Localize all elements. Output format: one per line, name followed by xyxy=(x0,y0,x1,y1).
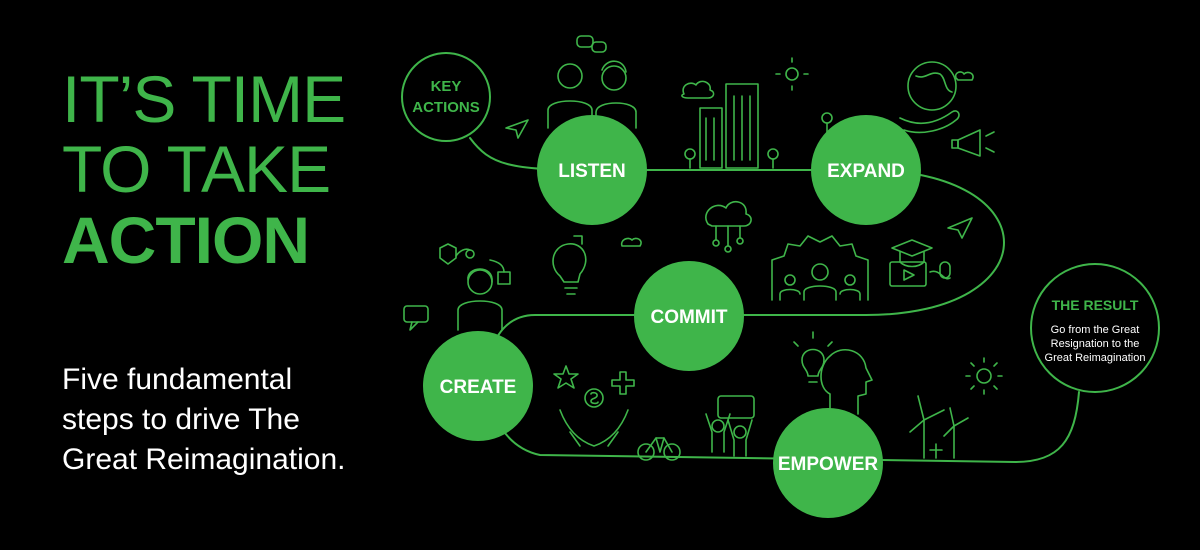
headline: IT’S TIME TO TAKE ACTION xyxy=(62,64,382,276)
chat-bubbles-icon xyxy=(576,35,607,53)
cloud-icon xyxy=(954,71,974,81)
step-create: CREATE xyxy=(423,331,533,441)
star-icon xyxy=(553,365,579,389)
step-empower-circle xyxy=(773,408,883,518)
step-expand-circle xyxy=(811,115,921,225)
step-listen: LISTEN xyxy=(537,115,647,225)
result-title: THE RESULT xyxy=(1052,297,1139,313)
paper-plane-icon xyxy=(947,217,973,239)
people-icon xyxy=(547,60,637,129)
key-actions-node: KEY ACTIONS xyxy=(401,52,491,142)
gear-team-icon xyxy=(771,235,869,301)
paper-plane-icon xyxy=(505,119,529,139)
result-line-2: Resignation to the xyxy=(1051,338,1140,350)
bicycle-icon xyxy=(637,437,681,461)
subtitle-line-2: steps to drive The xyxy=(62,403,300,436)
result-node: THE RESULT Go from the Great Resignation… xyxy=(1030,263,1160,393)
cloud-network-icon xyxy=(705,201,752,253)
megaphone-icon xyxy=(951,129,995,157)
step-commit-label: COMMIT xyxy=(650,307,727,328)
step-create-circle xyxy=(423,331,533,441)
subtitle: Five fundamental steps to drive The Grea… xyxy=(62,360,362,480)
headline-line-1: IT’S TIME xyxy=(62,62,346,136)
step-create-label: CREATE xyxy=(440,377,517,398)
subtitle-line-1: Five fundamental xyxy=(62,363,293,396)
headline-line-2: TO TAKE xyxy=(62,132,331,206)
result-ring xyxy=(1030,263,1160,393)
result-line-3: Great Reimagination xyxy=(1045,352,1146,364)
step-listen-label: LISTEN xyxy=(558,161,626,182)
wind-turbine-icon xyxy=(909,395,969,459)
cloud-icon xyxy=(620,237,642,247)
globe-hand-icon xyxy=(899,61,960,134)
lightbulb-puzzle-icon xyxy=(552,235,587,295)
graduation-laptop-icon xyxy=(889,239,951,287)
speech-bubble-icon xyxy=(403,305,429,331)
plus-icon xyxy=(611,371,635,395)
buildings-icon xyxy=(699,83,759,169)
step-listen-circle xyxy=(537,115,647,225)
step-expand-label: EXPAND xyxy=(827,161,905,182)
headline-line-3: ACTION xyxy=(62,203,310,277)
celebrating-people-icon xyxy=(705,395,755,457)
result-line-1: Go from the Great xyxy=(1051,324,1140,336)
step-empower-label: EMPOWER xyxy=(778,454,879,475)
cloud-icon xyxy=(681,80,715,99)
trees-icon xyxy=(684,112,833,169)
woman-network-icon xyxy=(439,243,511,331)
key-actions-ring xyxy=(401,52,491,142)
head-lightbulb-icon xyxy=(793,331,873,415)
step-commit: COMMIT xyxy=(634,261,744,371)
key-actions-line-2: ACTIONS xyxy=(412,99,480,116)
dollar-hands-icon xyxy=(559,388,629,447)
sun-icon xyxy=(775,57,809,91)
subtitle-line-3: Great Reimagination. xyxy=(62,443,346,476)
key-actions-line-1: KEY xyxy=(431,78,462,95)
sun-icon xyxy=(965,357,1003,395)
step-expand: EXPAND xyxy=(811,115,921,225)
step-commit-circle xyxy=(634,261,744,371)
step-empower: EMPOWER xyxy=(773,408,883,518)
